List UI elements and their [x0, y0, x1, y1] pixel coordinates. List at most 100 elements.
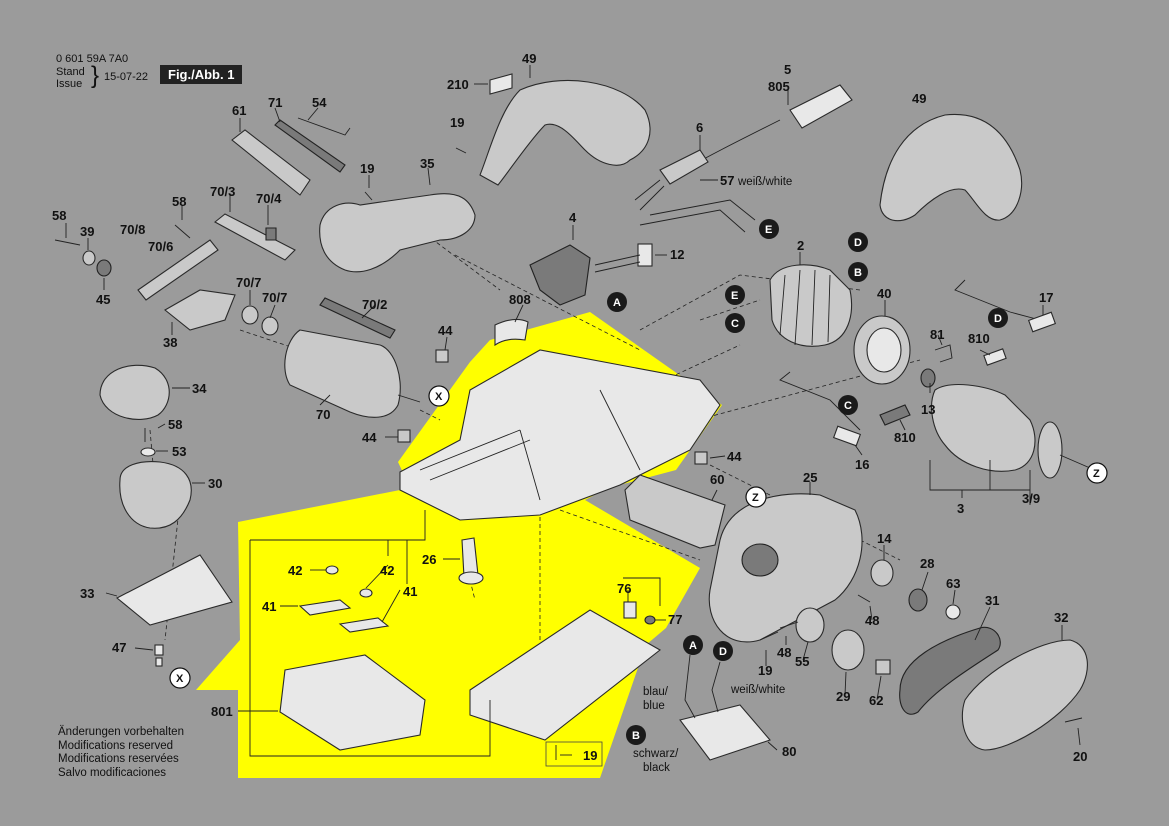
label-49-top: 49 — [522, 51, 536, 66]
note-fr: Modifications reservées — [58, 753, 179, 765]
part-38 — [164, 289, 236, 331]
part-35-bracket — [319, 193, 476, 273]
sleeve-26-base — [458, 571, 484, 585]
svg-text:X: X — [176, 673, 184, 685]
label-19-bottom-right: 19 — [758, 663, 772, 678]
housing-main — [399, 349, 721, 521]
washer-53 — [140, 447, 156, 457]
stator-2 — [769, 264, 853, 347]
ring-40-inner — [866, 327, 902, 373]
fan-13 — [920, 368, 936, 388]
label-48-right: 48 — [865, 613, 879, 628]
svg-text:E: E — [765, 224, 772, 236]
wire-17 — [954, 279, 1041, 321]
screw-19c — [759, 631, 779, 641]
drum-70 — [284, 329, 401, 418]
svg-text:D: D — [994, 313, 1002, 325]
connector-A-top: A — [607, 292, 627, 312]
issue-label: Issue — [56, 78, 83, 90]
wire-white — [711, 661, 721, 713]
label-5: 5 — [784, 62, 791, 77]
screw-19b — [364, 191, 373, 201]
svg-text:Z: Z — [1093, 468, 1100, 480]
part-808 — [494, 318, 529, 347]
wires-12 — [594, 254, 641, 273]
svg-text:B: B — [632, 730, 640, 742]
connector-C-right: C — [838, 395, 858, 415]
screw-58b — [174, 224, 191, 239]
handle-49-top — [479, 79, 651, 186]
label-31: 31 — [985, 593, 999, 608]
screw-39 — [82, 250, 96, 266]
bushing-70-7a — [241, 305, 259, 325]
label-12: 12 — [670, 247, 684, 262]
stator-windings — [779, 269, 831, 346]
doc-number: 0 601 59A 7A0 — [56, 53, 129, 65]
part-47b — [155, 657, 163, 667]
washer-45 — [96, 259, 112, 277]
label-14: 14 — [877, 531, 892, 546]
clip-44b — [397, 429, 411, 443]
connector-E-top: E — [759, 219, 779, 239]
label-55: 55 — [795, 654, 809, 669]
label-81: 81 — [930, 327, 944, 342]
label-48-left: 48 — [777, 645, 791, 660]
note-en: Modifications reserved — [58, 739, 174, 752]
label-810-bottom: 810 — [894, 430, 916, 445]
reference-X-top: X — [428, 385, 450, 407]
label-47: 47 — [112, 640, 126, 655]
label-44-left: 44 — [362, 430, 377, 445]
label-70: 70 — [316, 407, 330, 422]
label-6: 6 — [696, 120, 703, 135]
armature-3 — [931, 384, 1036, 472]
label-13: 13 — [921, 402, 935, 417]
label-76: 76 — [617, 581, 631, 596]
cable-leads-6 — [634, 179, 665, 211]
knob-30 — [119, 461, 192, 529]
part-76 — [623, 601, 637, 619]
wire-label-schwarz: schwarz/ — [633, 748, 679, 760]
label-20: 20 — [1073, 749, 1087, 764]
part-77 — [644, 615, 656, 625]
label-210: 210 — [447, 77, 469, 92]
label-3-9: 3/9 — [1022, 491, 1040, 506]
label-70-2: 70/2 — [362, 297, 387, 312]
base-80 — [679, 704, 771, 761]
label-61: 61 — [232, 103, 246, 118]
knob-34 — [99, 364, 170, 420]
part-81 — [934, 344, 953, 363]
box-801 — [279, 654, 426, 751]
part-70-4 — [265, 227, 277, 241]
connector-E-left: E — [725, 285, 745, 305]
part-54 — [297, 117, 351, 136]
screw-42a — [325, 565, 339, 575]
connector-A-bottom: A — [683, 635, 703, 655]
svg-text:X: X — [435, 391, 443, 403]
label-41-left: 41 — [262, 599, 276, 614]
label-35: 35 — [420, 156, 434, 171]
part-17 — [1027, 311, 1057, 333]
label-39: 39 — [80, 224, 94, 239]
svg-text:D: D — [719, 646, 727, 658]
label-810-top: 810 — [968, 331, 990, 346]
reference-X-bottom: X — [169, 667, 191, 689]
label-4: 4 — [569, 210, 577, 225]
svg-text:Z: Z — [752, 492, 759, 504]
stand-label: Stand — [56, 66, 85, 78]
pulley-29 — [831, 629, 865, 671]
handle-49-right — [879, 113, 1023, 222]
part-16 — [832, 425, 862, 447]
part-28 — [908, 588, 928, 612]
label-25: 25 — [803, 470, 817, 485]
wire-label-blue: blue — [643, 700, 665, 712]
clip-44c — [694, 451, 708, 465]
svg-text:E: E — [731, 290, 738, 302]
connector-C-left: C — [725, 313, 745, 333]
svg-text:C: C — [731, 318, 739, 330]
label-70-3: 70/3 — [210, 184, 235, 199]
label-805: 805 — [768, 79, 790, 94]
belt-cover-25 — [708, 493, 863, 643]
label-26: 26 — [422, 552, 436, 567]
label-71: 71 — [268, 95, 282, 110]
